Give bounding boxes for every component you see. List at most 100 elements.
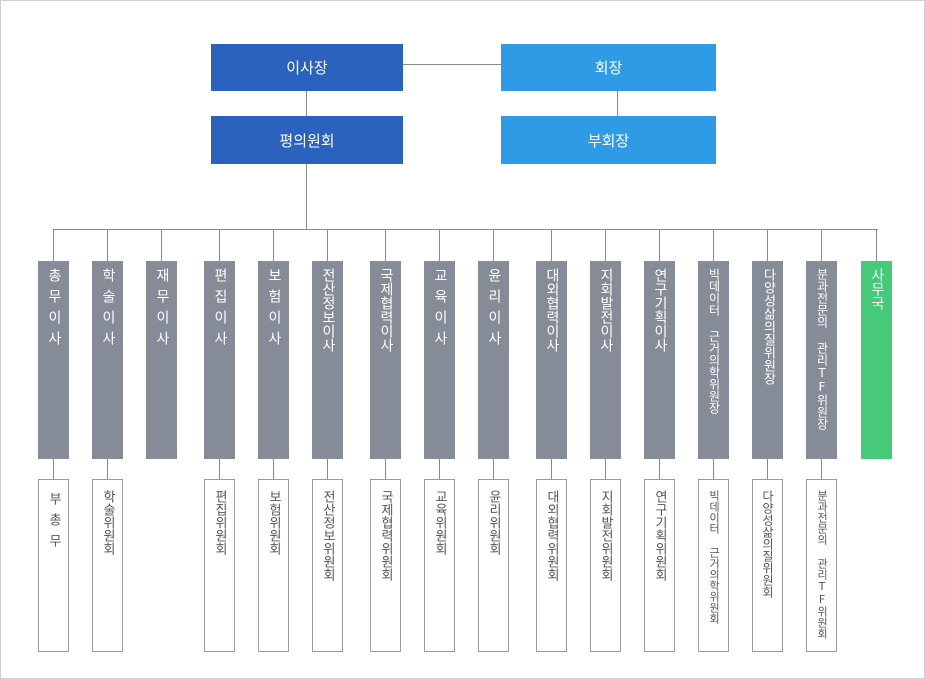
- council-box: 평의원회: [211, 116, 403, 164]
- committee-box: 연구기획위원회: [644, 479, 675, 652]
- dept-label: 대외협력이사: [544, 268, 560, 352]
- committee-box: 보험위원회: [258, 479, 289, 652]
- connector: [327, 229, 328, 261]
- committee-box: 빅데이터 근거의학위원회: [698, 479, 729, 652]
- committee-box: 학술위원회: [92, 479, 123, 652]
- committee-label: 연구기획위원회: [652, 490, 667, 581]
- dept-label: 재무이사: [154, 268, 170, 352]
- dept-label: 연구기획이사: [652, 268, 668, 352]
- connector: [107, 459, 108, 479]
- dept-box: 국제협력이사: [370, 261, 401, 459]
- committee-box: 부총무: [38, 479, 69, 652]
- dept-label: 빅데이터 근거의학위원장: [707, 268, 721, 414]
- dept-box: 지회발전이사: [590, 261, 621, 459]
- chairman-board-label: 이사장: [286, 59, 328, 77]
- dept-box: 편집이사: [204, 261, 235, 459]
- connector: [273, 229, 274, 261]
- connector: [219, 229, 220, 261]
- dept-box: 학술이사: [92, 261, 123, 459]
- connector: [306, 163, 307, 229]
- committee-label: 지회발전위원회: [598, 490, 613, 581]
- committee-label: 학술위원회: [100, 490, 115, 555]
- president-box: 회장: [501, 44, 716, 91]
- committee-label: 국제협력위원회: [378, 490, 393, 581]
- committee-label: 보험위원회: [266, 490, 281, 555]
- committee-label: 전산정보위원회: [320, 490, 335, 581]
- committee-label: 교육위원회: [432, 490, 447, 555]
- dept-box: 윤리이사: [478, 261, 509, 459]
- dept-label: 보험이사: [266, 268, 282, 352]
- dept-label: 편집이사: [212, 268, 228, 352]
- committee-box: 편집위원회: [204, 479, 235, 652]
- president-label: 회장: [594, 59, 623, 77]
- committee-box: 다양성삶의질위원회: [752, 479, 783, 652]
- committee-box: 교육위원회: [424, 479, 455, 652]
- dept-box: 다양성삶의질위원장: [752, 261, 783, 459]
- connector: [767, 459, 768, 479]
- connector: [617, 90, 618, 116]
- connector: [605, 459, 606, 479]
- connector: [659, 459, 660, 479]
- connector: [551, 459, 552, 479]
- committee-label: 편집위원회: [212, 490, 227, 555]
- dept-box: 연구기획이사: [644, 261, 675, 459]
- connector: [385, 459, 386, 479]
- council-label: 평의원회: [279, 131, 335, 150]
- connector: [821, 459, 822, 479]
- dept-label: 사무국: [869, 268, 885, 310]
- connector: [493, 459, 494, 479]
- connector: [876, 229, 877, 261]
- dept-label: 지회발전이사: [598, 268, 614, 352]
- dept-label: 총무이사: [46, 268, 62, 352]
- committee-label: 대외협력위원회: [544, 490, 559, 581]
- connector: [219, 459, 220, 479]
- committee-label: 분과전문의 관리TF위원회: [815, 490, 829, 639]
- dept-label: 전산정보이사: [320, 268, 336, 352]
- committee-label: 윤리위원회: [486, 490, 501, 555]
- connector: [385, 229, 386, 261]
- connector: [402, 64, 502, 65]
- connector: [713, 229, 714, 261]
- connector: [273, 459, 274, 479]
- connector: [439, 229, 440, 261]
- committee-label: 빅데이터 근거의학위원회: [707, 490, 721, 624]
- connector: [767, 229, 768, 261]
- connector: [306, 90, 307, 116]
- connector: [53, 229, 54, 261]
- secretariat-box: 사무국: [861, 261, 892, 459]
- vice-president-box: 부회장: [501, 116, 716, 164]
- committee-box: 윤리위원회: [478, 479, 509, 652]
- dept-box: 빅데이터 근거의학위원장: [698, 261, 729, 459]
- dept-label: 윤리이사: [486, 268, 502, 352]
- committee-box: 대외협력위원회: [536, 479, 567, 652]
- connector: [659, 229, 660, 261]
- dept-label: 국제협력이사: [378, 268, 394, 352]
- connector: [439, 459, 440, 479]
- dept-label: 학술이사: [100, 268, 116, 352]
- connector: [713, 459, 714, 479]
- connector: [605, 229, 606, 261]
- connector: [161, 229, 162, 261]
- dept-box: 총무이사: [38, 261, 69, 459]
- committee-label: 다양성삶의질위원회: [760, 490, 775, 598]
- connector: [551, 229, 552, 261]
- dept-box: 대외협력이사: [536, 261, 567, 459]
- connector: [107, 229, 108, 261]
- committee-label: 부총무: [46, 492, 61, 555]
- dept-box: 재무이사: [146, 261, 177, 459]
- dept-label: 다양성삶의질위원장: [760, 268, 776, 385]
- connector: [821, 229, 822, 261]
- connector: [53, 459, 54, 479]
- connector: [327, 459, 328, 479]
- dept-box: 전산정보이사: [312, 261, 343, 459]
- connector: [53, 229, 878, 230]
- committee-box: 전산정보위원회: [312, 479, 343, 652]
- dept-label: 분과전문의 관리TF위원장: [815, 268, 829, 430]
- dept-label: 교육이사: [432, 268, 448, 352]
- dept-box: 분과전문의 관리TF위원장: [806, 261, 837, 459]
- dept-box: 교육이사: [424, 261, 455, 459]
- committee-box: 지회발전위원회: [590, 479, 621, 652]
- committee-box: 분과전문의 관리TF위원회: [806, 479, 837, 652]
- vice-president-label: 부회장: [587, 131, 630, 150]
